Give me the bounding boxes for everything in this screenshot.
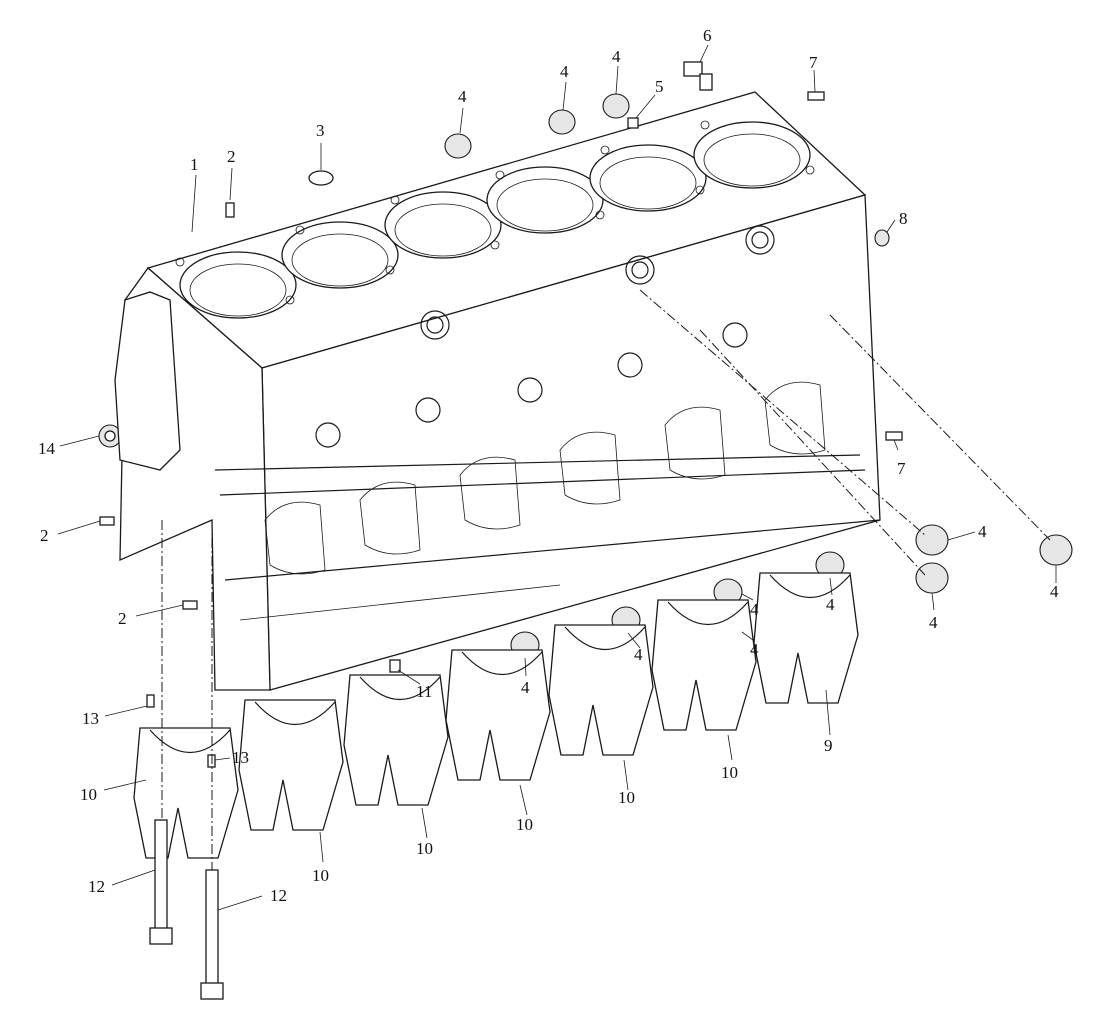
callout-4: 4 bbox=[560, 62, 569, 81]
callout-13: 13 bbox=[82, 709, 99, 728]
cylinder-bores bbox=[179, 121, 811, 319]
dowel-pin-left bbox=[99, 516, 115, 526]
bearing-cap-7 bbox=[753, 572, 859, 704]
callout-10: 10 bbox=[516, 815, 533, 834]
sensor bbox=[683, 61, 713, 91]
callout-4: 4 bbox=[978, 522, 987, 541]
callout-2: 2 bbox=[118, 609, 127, 628]
callout-5: 5 bbox=[655, 77, 664, 96]
bearing-cap-3 bbox=[343, 674, 449, 806]
callout-14: 14 bbox=[38, 439, 56, 458]
bearing-cap-1 bbox=[133, 727, 239, 859]
callout-7: 7 bbox=[809, 53, 818, 72]
fitting bbox=[627, 117, 639, 129]
assembly-centerlines bbox=[161, 289, 1051, 870]
seal-ring bbox=[308, 170, 334, 186]
callout-4: 4 bbox=[634, 645, 643, 664]
callout-8: 8 bbox=[899, 209, 908, 228]
callout-4: 4 bbox=[521, 678, 530, 697]
bearing-cap-4 bbox=[445, 649, 551, 781]
callout-10: 10 bbox=[80, 785, 97, 804]
callout-4: 4 bbox=[750, 640, 759, 659]
dowel-pin-top bbox=[225, 202, 235, 218]
callout-4: 4 bbox=[458, 87, 467, 106]
callout-4: 4 bbox=[1050, 582, 1059, 601]
plug-top-3 bbox=[602, 93, 630, 119]
callout-13: 13 bbox=[232, 748, 249, 767]
bearing-cap-5 bbox=[548, 624, 654, 756]
bearing-cap-6 bbox=[651, 599, 757, 731]
callout-4: 4 bbox=[826, 595, 835, 614]
plug-top-1 bbox=[444, 133, 472, 159]
dowel-pin-lower bbox=[182, 600, 198, 610]
dowel-pin-7a bbox=[807, 91, 825, 101]
leader-lines bbox=[57, 44, 1057, 911]
callout-10: 10 bbox=[721, 763, 738, 782]
front-plate bbox=[114, 291, 181, 471]
plug-top-2 bbox=[548, 109, 576, 135]
bearing-cap-2 bbox=[238, 699, 344, 831]
callout-11: 11 bbox=[416, 682, 432, 701]
oil-fitting bbox=[389, 659, 401, 673]
dowel-13a bbox=[146, 694, 155, 708]
small-plug bbox=[874, 229, 890, 247]
callout-12: 12 bbox=[88, 877, 105, 896]
callout-12: 12 bbox=[270, 886, 287, 905]
dowel-pin-7b bbox=[885, 431, 903, 441]
callout-9: 9 bbox=[824, 736, 833, 755]
callout-3: 3 bbox=[316, 121, 325, 140]
callout-1: 1 bbox=[190, 155, 199, 174]
callout-2: 2 bbox=[40, 526, 49, 545]
main-bearing-caps bbox=[133, 572, 859, 859]
callout-7: 7 bbox=[897, 459, 906, 478]
callout-10: 10 bbox=[416, 839, 433, 858]
callout-6: 6 bbox=[703, 26, 712, 45]
callout-labels: 1 2 2 2 3 4 4 4 4 4 4 4 4 4 4 4 4 5 6 7 … bbox=[38, 26, 1059, 905]
main-bearing-bolts bbox=[149, 819, 224, 1000]
callout-10: 10 bbox=[312, 866, 329, 885]
callout-4: 4 bbox=[612, 47, 621, 66]
callout-2: 2 bbox=[227, 147, 236, 166]
callout-4: 4 bbox=[750, 600, 759, 619]
callout-4: 4 bbox=[929, 613, 938, 632]
callout-10: 10 bbox=[618, 788, 635, 807]
